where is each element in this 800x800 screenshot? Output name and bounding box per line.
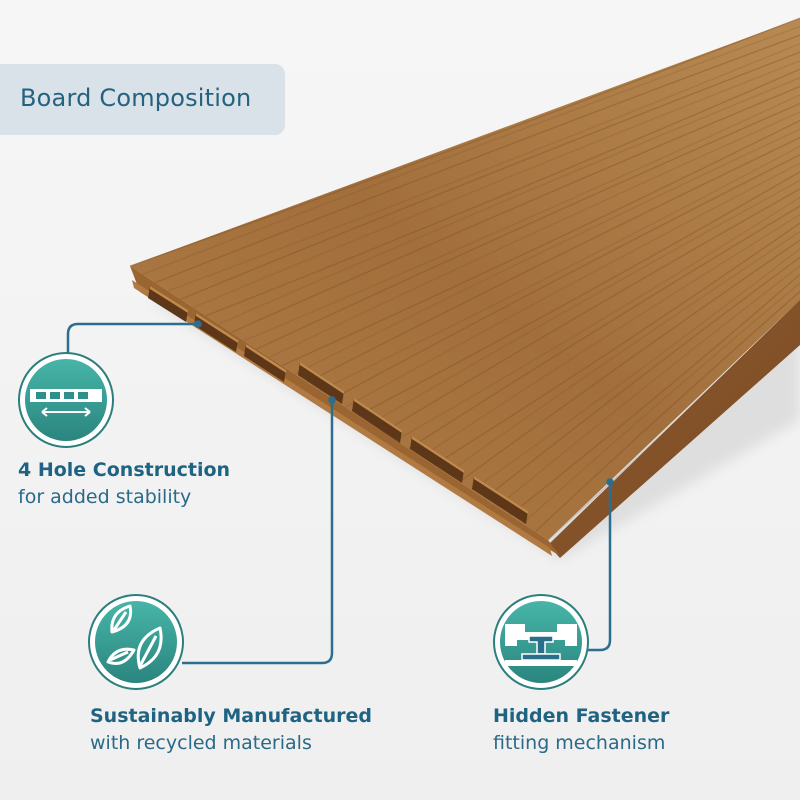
connector-fastener (588, 482, 612, 652)
board-hole-highlights (150, 286, 528, 514)
wood-grain-line (243, 94, 800, 342)
wood-grain-line (193, 60, 800, 309)
feature-title: Hidden Fastener (493, 705, 670, 727)
wood-grain-line (180, 51, 800, 300)
feature-hole-construction: 4 Hole Construction for added stability (18, 457, 230, 511)
wood-grain-line (446, 231, 800, 475)
wood-grain-line (484, 256, 800, 500)
wood-grain-line (155, 34, 800, 284)
wood-grain-line (269, 111, 800, 358)
wood-grain-line (307, 137, 800, 383)
wood-grain-line (142, 25, 800, 275)
board-end-face (130, 266, 560, 556)
wood-grain-line (370, 179, 800, 425)
wood-grain-line (522, 282, 800, 524)
feature-subtitle: with recycled materials (90, 732, 312, 754)
wood-grain-line (382, 188, 800, 433)
feature-title: 4 Hole Construction (18, 459, 231, 481)
wood-grain-line (357, 171, 800, 417)
wood-grain-line (433, 222, 800, 466)
wood-grain-line (509, 273, 800, 516)
wood-grain-line (395, 196, 800, 441)
wood-grain-line (547, 299, 800, 541)
wood-grain-line (281, 119, 800, 367)
wood-grain-line (408, 205, 800, 450)
hole-construction-icon (18, 352, 114, 448)
board-holes (148, 286, 528, 524)
wood-grain-line (496, 265, 800, 508)
feature-hidden-fastener: Hidden Fastener fitting mechanism (493, 703, 669, 757)
feature-subtitle: fitting mechanism (493, 732, 666, 754)
title-banner: Board Composition (0, 64, 285, 135)
leaves-icon (88, 594, 184, 690)
wood-grain-line (218, 77, 800, 325)
wood-grain-line (332, 154, 800, 400)
page-title: Board Composition (20, 84, 252, 112)
connector-lines (66, 320, 614, 665)
wood-grain-line (205, 68, 800, 317)
wood-grain-line (420, 213, 800, 458)
connector-leaves (182, 400, 334, 665)
wood-grain-line (167, 42, 800, 292)
feature-subtitle: for added stability (18, 486, 192, 508)
wood-grain-line (534, 290, 800, 533)
wood-grain-line (471, 248, 800, 491)
wood-grain-line (458, 239, 800, 483)
board-top-face (130, 18, 800, 540)
wood-grain-line (231, 85, 800, 334)
wood-grain-line (129, 17, 800, 267)
wood-grain-line (294, 128, 800, 375)
feature-title: Sustainably Manufactured (90, 705, 372, 727)
wood-grain-line (319, 145, 800, 392)
wood-grain-line (256, 102, 800, 350)
feature-sustainability: Sustainably Manufactured with recycled m… (90, 703, 372, 757)
fastener-icon (493, 594, 589, 690)
wood-grain-line (344, 162, 800, 408)
connector-hole (66, 322, 198, 356)
